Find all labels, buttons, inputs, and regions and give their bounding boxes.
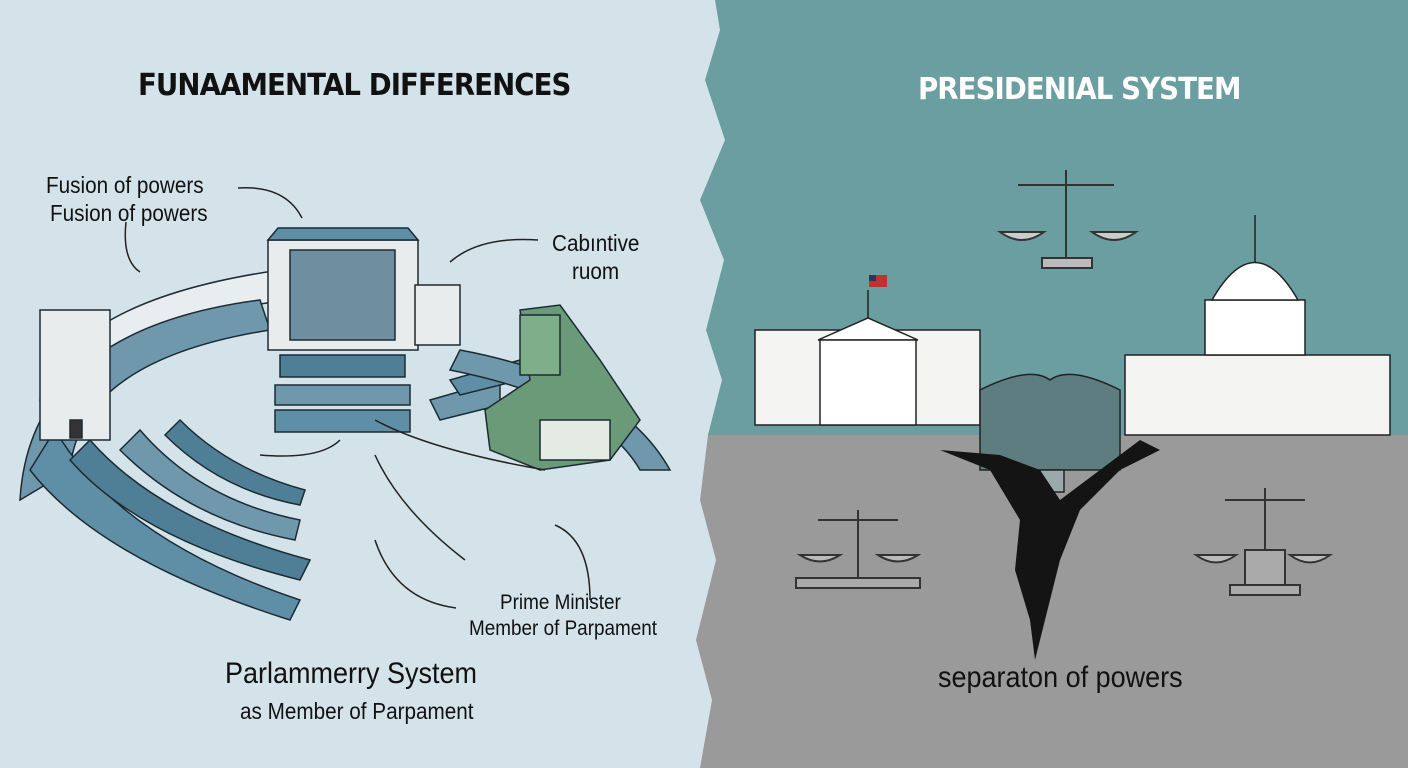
label-fusion-of-powers-2: Fusion of powers: [50, 200, 208, 226]
cabinet-building: [484, 304, 641, 471]
caption-separation-of-powers: separaton of powers: [938, 661, 1183, 694]
caption-member-of-parliament: as Member of Parpament: [240, 698, 474, 724]
scale-icon-right: [1192, 488, 1334, 596]
white-house: [754, 275, 981, 426]
caption-parliamentary-system: Parlammerry System: [225, 657, 478, 690]
parliament-building: [39, 227, 461, 441]
right-panel-ground: [696, 435, 1408, 768]
left-title: FUNAAMENTAL DIFFERENCES: [138, 68, 571, 103]
scale-icon-top: [996, 170, 1140, 269]
label-cabinet-room-2: ruom: [572, 258, 620, 284]
scale-icon-left: [795, 510, 922, 589]
crack: [940, 440, 1160, 660]
capitol-building: [1124, 215, 1391, 436]
label-prime-minister: Prime Minister: [500, 591, 621, 614]
label-fusion-of-powers-1: Fusion of powers: [46, 172, 204, 198]
label-cabinet-room-1: Cabıntive: [552, 230, 640, 256]
label-member-of-parliament: Member of Parpament: [469, 617, 658, 640]
annotation-arrows: [124, 187, 591, 609]
right-title: PRESIDENIAL SYSTEM: [918, 72, 1241, 107]
